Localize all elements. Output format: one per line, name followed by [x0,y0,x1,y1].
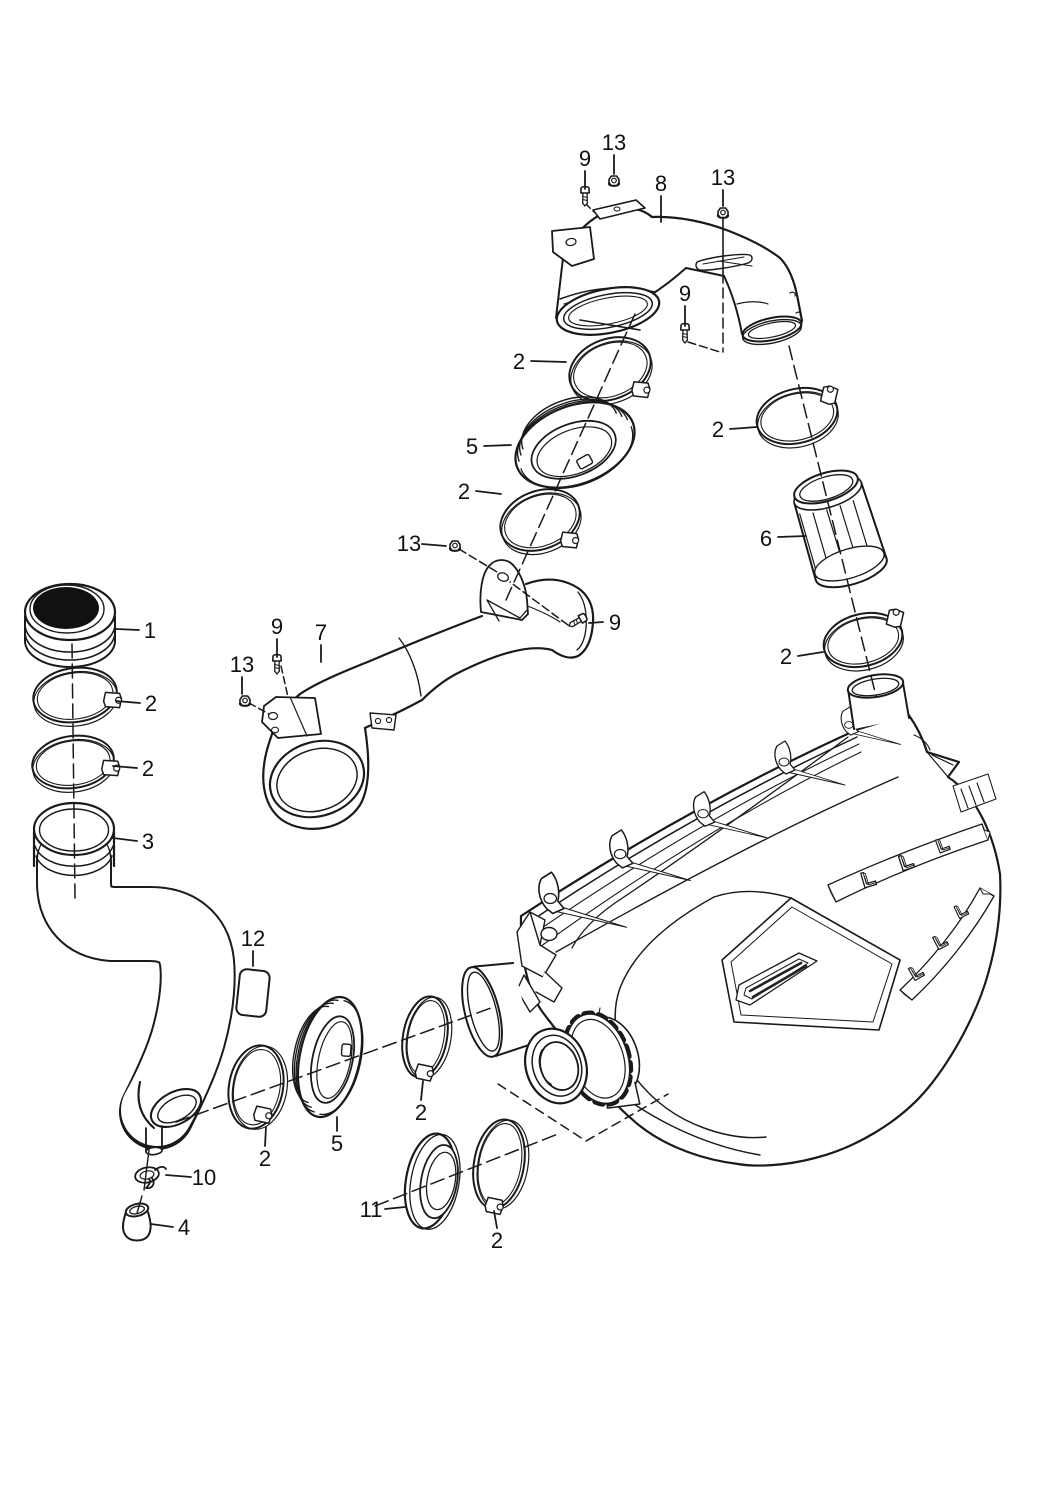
callout-label-c07: 5 [466,434,478,459]
callout-leader-c22 [264,1126,267,1147]
callout-label-c20: 3 [142,829,154,854]
callout-label-c06: 2 [513,349,525,374]
callout-label-c02: 13 [602,130,626,155]
callout-leader-c09 [729,426,758,430]
callout-label-c16: 9 [271,614,283,639]
part-8-intake-duct [546,199,804,346]
callout-2: 2 [491,1210,503,1253]
part-10-spring-clip [134,1165,167,1190]
callout-8: 8 [655,171,667,223]
housing-inlet-stub-left [461,962,535,1058]
part-3-intake-hose [32,801,236,1156]
callout-label-c26: 4 [178,1215,190,1240]
housing-inlet-stub-top [846,673,910,730]
part-4-cap [122,1202,152,1242]
part-5-bellows-sleeve-bottom [291,995,364,1119]
callout-2: 2 [259,1126,271,1171]
callout-9: 9 [579,146,591,190]
callout-13: 13 [602,130,626,175]
callout-leader-c24 [420,1080,424,1101]
callout-label-c01: 9 [579,146,591,171]
callout-9: 9 [679,281,691,327]
callout-label-c17: 13 [230,652,254,677]
callout-10: 10 [165,1165,216,1190]
callout-4: 4 [150,1215,190,1240]
part-12-pad [235,968,271,1018]
callout-leader-c28 [493,1210,498,1229]
part-6-resonator-tube [793,469,888,589]
callout-label-c15: 7 [315,620,327,645]
callout-13: 13 [711,165,735,207]
callout-2: 2 [513,349,567,374]
callout-leader-c13 [588,621,604,624]
callout-9: 9 [271,614,283,658]
callout-leader-c07 [483,444,512,447]
callout-label-c19: 2 [142,756,154,781]
callout-label-c11: 2 [780,644,792,669]
callout-7: 7 [315,620,327,663]
callout-leader-c08 [475,490,502,495]
callout-3: 3 [112,829,154,854]
nut-13-c [238,695,252,708]
part-2-hose-clamps [31,336,907,1218]
callout-12: 12 [241,926,265,967]
callout-leader-c27 [384,1206,406,1210]
part-7-elbow-duct [261,559,595,830]
callout-2: 2 [415,1080,427,1125]
callout-label-c12: 13 [397,531,421,556]
callout-leader-c11 [797,651,824,657]
callout-leader-c06 [530,360,567,363]
callout-1: 1 [115,618,156,643]
callout-9: 9 [588,610,621,635]
callout-2: 2 [712,417,758,442]
callout-2: 2 [115,691,157,716]
callout-label-c14: 1 [144,618,156,643]
nut-13-b [716,207,730,219]
callout-label-c21: 12 [241,926,265,951]
callout-label-c08: 2 [458,479,470,504]
callout-5: 5 [466,434,512,459]
callout-leader-c26 [150,1223,174,1228]
callout-label-c22: 2 [259,1146,271,1171]
callout-label-c18: 2 [145,691,157,716]
callout-leader-c19 [112,765,138,769]
callout-label-c10: 6 [760,526,772,551]
callout-leader-c12 [421,543,447,547]
callout-label-c28: 2 [491,1228,503,1253]
callout-label-c09: 2 [712,417,724,442]
callout-leader-c10 [777,535,807,538]
nut-13-a [607,175,621,187]
callout-5: 5 [331,1116,343,1156]
callout-leader-c18 [115,700,141,704]
callout-label-c25: 10 [192,1165,216,1190]
callout-label-c23: 5 [331,1131,343,1156]
callout-11: 11 [360,1197,406,1222]
callout-2: 2 [458,479,502,504]
callout-label-c05: 9 [679,281,691,306]
callout-2: 2 [780,644,824,669]
callout-6: 6 [760,526,807,551]
callout-layer: 9 13 8 13 9 2 5 2 2 6 2 13 9 1 7 9 13 2 2 3 12 2 5 2 104 11 2 [112,130,824,1253]
axis-lines [71,203,877,1214]
part-housing-airbox [516,706,1002,1167]
callout-leader-c25 [165,1174,192,1178]
callout-label-c27: 11 [360,1197,383,1222]
callout-13: 13 [397,531,447,556]
nut-13-d [448,540,462,553]
part-11-ring-seal [403,1132,461,1230]
callout-label-c03: 8 [655,171,667,196]
part-5-bellows-sleeve-top [514,396,636,489]
callout-label-c04: 13 [711,165,735,190]
callout-2: 2 [112,756,154,781]
callout-label-c13: 9 [609,610,621,635]
callout-13: 13 [230,652,254,695]
callout-leader-c20 [112,837,138,842]
part-1-seal-ring [23,582,117,668]
callout-leader-c14 [115,628,140,631]
housing-throttle-port [524,1010,641,1109]
callout-label-c24: 2 [415,1100,427,1125]
